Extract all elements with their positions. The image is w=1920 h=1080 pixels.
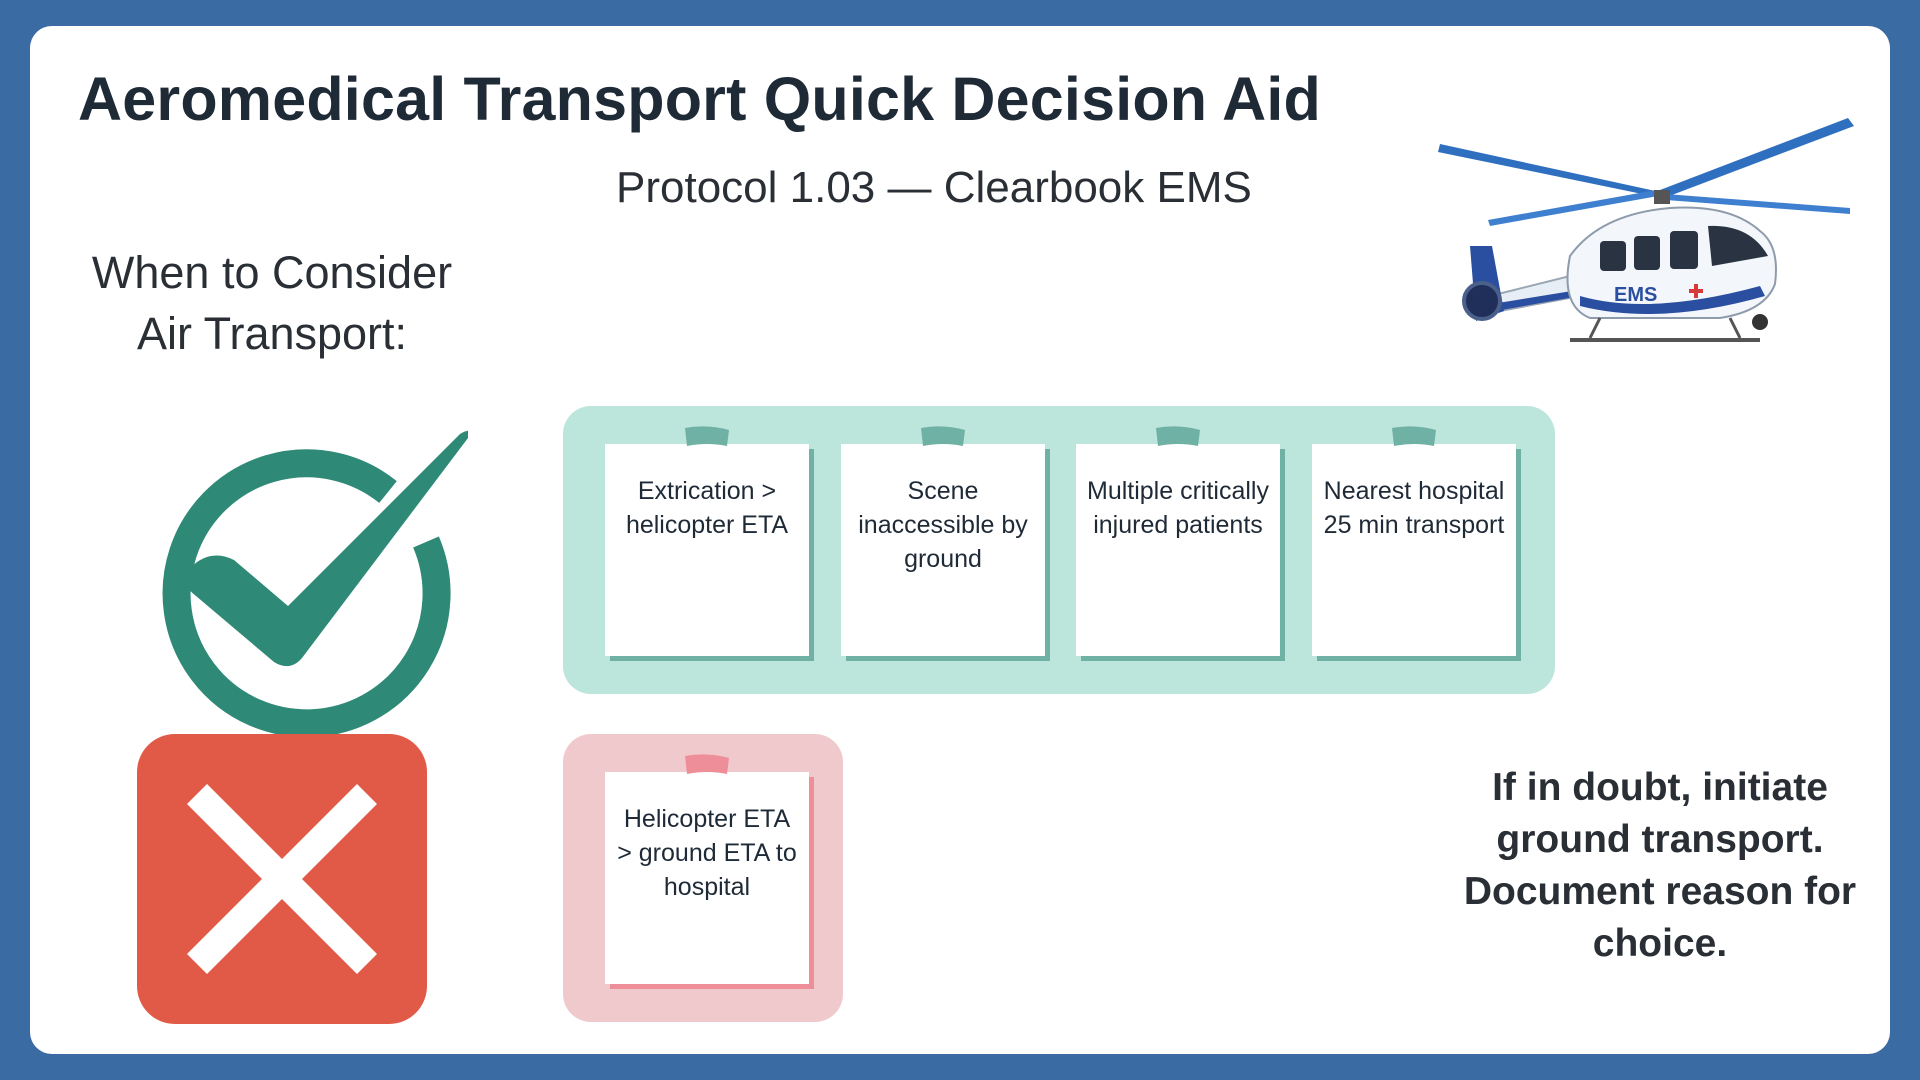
tape-icon <box>685 426 729 446</box>
indications-panel: Extrication > helicopter ETA Scene inacc… <box>563 406 1555 694</box>
tape-icon <box>1392 426 1436 446</box>
consider-heading: When to Consider Air Transport: <box>72 242 472 364</box>
tape-icon <box>921 426 965 446</box>
decision-aid-card: Aeromedical Transport Quick Decision Aid… <box>30 26 1890 1054</box>
indication-note: Scene inaccessible by ground <box>841 426 1045 656</box>
contraindications-panel: Helicopter ETA > ground ETA to hospital <box>563 734 843 1022</box>
indication-text: Scene inaccessible by ground <box>858 477 1028 573</box>
indication-text: Extrication > helicopter ETA <box>625 477 789 539</box>
x-cross-icon <box>187 784 377 974</box>
indication-text: Nearest hospital 25 min transport <box>1323 477 1505 539</box>
protocol-subtitle: Protocol 1.03 — Clearbook EMS <box>616 163 1252 212</box>
helicopter-label: EMS <box>1614 284 1657 306</box>
page-title: Aeromedical Transport Quick Decision Aid <box>78 65 1322 133</box>
helicopter-tail-label: EMS <box>1502 254 1524 265</box>
contraindication-text: Helicopter ETA > ground ETA to hospital <box>617 805 797 901</box>
helicopter-icon: EMS EMS <box>1438 118 1854 342</box>
indication-note: Extrication > helicopter ETA <box>605 426 809 656</box>
consider-heading-line2: Air Transport: <box>136 308 408 359</box>
check-circle-icon <box>138 410 470 740</box>
consider-heading-line1: When to Consider <box>91 247 453 298</box>
indication-note: Nearest hospital 25 min transport <box>1312 426 1516 656</box>
ems-helicopter-image: EMS EMS <box>1430 106 1870 356</box>
tape-icon <box>685 754 729 774</box>
indication-text: Multiple critically injured patients <box>1087 477 1269 539</box>
tape-icon <box>1156 426 1200 446</box>
indication-note: Multiple critically injured patients <box>1076 426 1280 656</box>
x-box-icon <box>137 734 427 1024</box>
footer-advice: If in doubt, initiate ground transport. … <box>1463 766 1857 965</box>
contraindication-note: Helicopter ETA > ground ETA to hospital <box>605 754 809 984</box>
